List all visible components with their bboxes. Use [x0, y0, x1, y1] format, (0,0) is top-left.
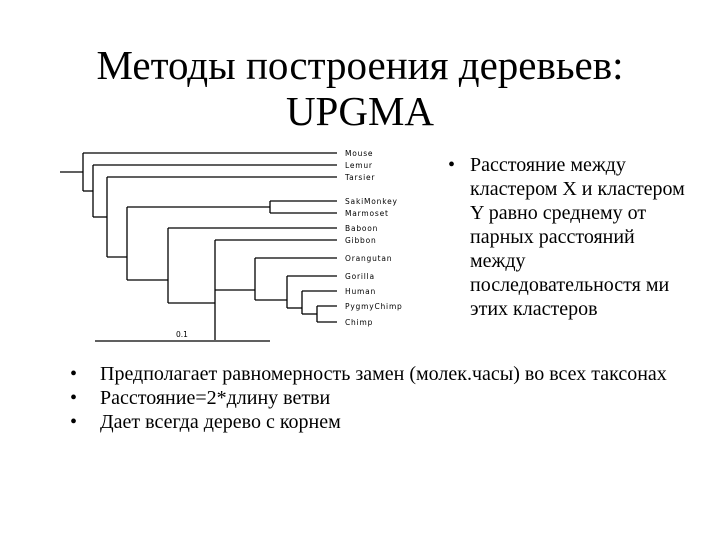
bullet-item: • Расстояние=2*длину ветви [70, 386, 710, 410]
taxon-label: Baboon [345, 224, 378, 233]
scale-bar-label: 0.1 [176, 330, 188, 339]
taxon-label: PygmyChimp [345, 302, 403, 311]
bullet-text: Расстояние между кластером X и кластером… [470, 154, 685, 320]
taxon-label: Gorilla [345, 272, 375, 281]
bullet-text: Предполагает равномерность замен (молек.… [100, 363, 667, 385]
taxon-label: Tarsier [344, 173, 375, 182]
bullet-marker: • [448, 154, 456, 176]
bullet-marker: • [70, 387, 78, 409]
bullet-text: Дает всегда дерево с корнем [100, 411, 341, 433]
bullet-item: • Дает всегда дерево с корнем [70, 410, 710, 434]
tree-branches [60, 152, 337, 340]
taxon-label: SakiMonkey [345, 197, 398, 206]
taxon-labels: Mouse Lemur Tarsier SakiMonkey Marmoset … [344, 149, 403, 327]
taxon-label: Human [345, 287, 376, 296]
taxon-label: Lemur [345, 161, 373, 170]
taxon-label: Orangutan [345, 254, 392, 263]
taxon-label: Gibbon [345, 236, 377, 245]
bullet-item: • Предполагает равномерность замен (моле… [70, 362, 710, 386]
taxon-label: Chimp [345, 318, 373, 327]
upgma-tree-diagram: Mouse Lemur Tarsier SakiMonkey Marmoset … [60, 149, 403, 342]
bullet-text: Расстояние=2*длину ветви [100, 387, 331, 409]
scale-bar: 0.1 [95, 330, 270, 342]
slide-title: Методы построения деревьев: UPGMA [0, 42, 720, 134]
taxon-label: Marmoset [345, 209, 389, 218]
taxon-label: Mouse [345, 149, 373, 158]
bullet-marker: • [70, 363, 78, 385]
bullet-marker: • [70, 411, 78, 433]
title-line-2: UPGMA [285, 88, 435, 134]
title-line-1: Методы построения деревьев: [96, 42, 624, 88]
bullet-list: • Предполагает равномерность замен (моле… [70, 362, 710, 434]
